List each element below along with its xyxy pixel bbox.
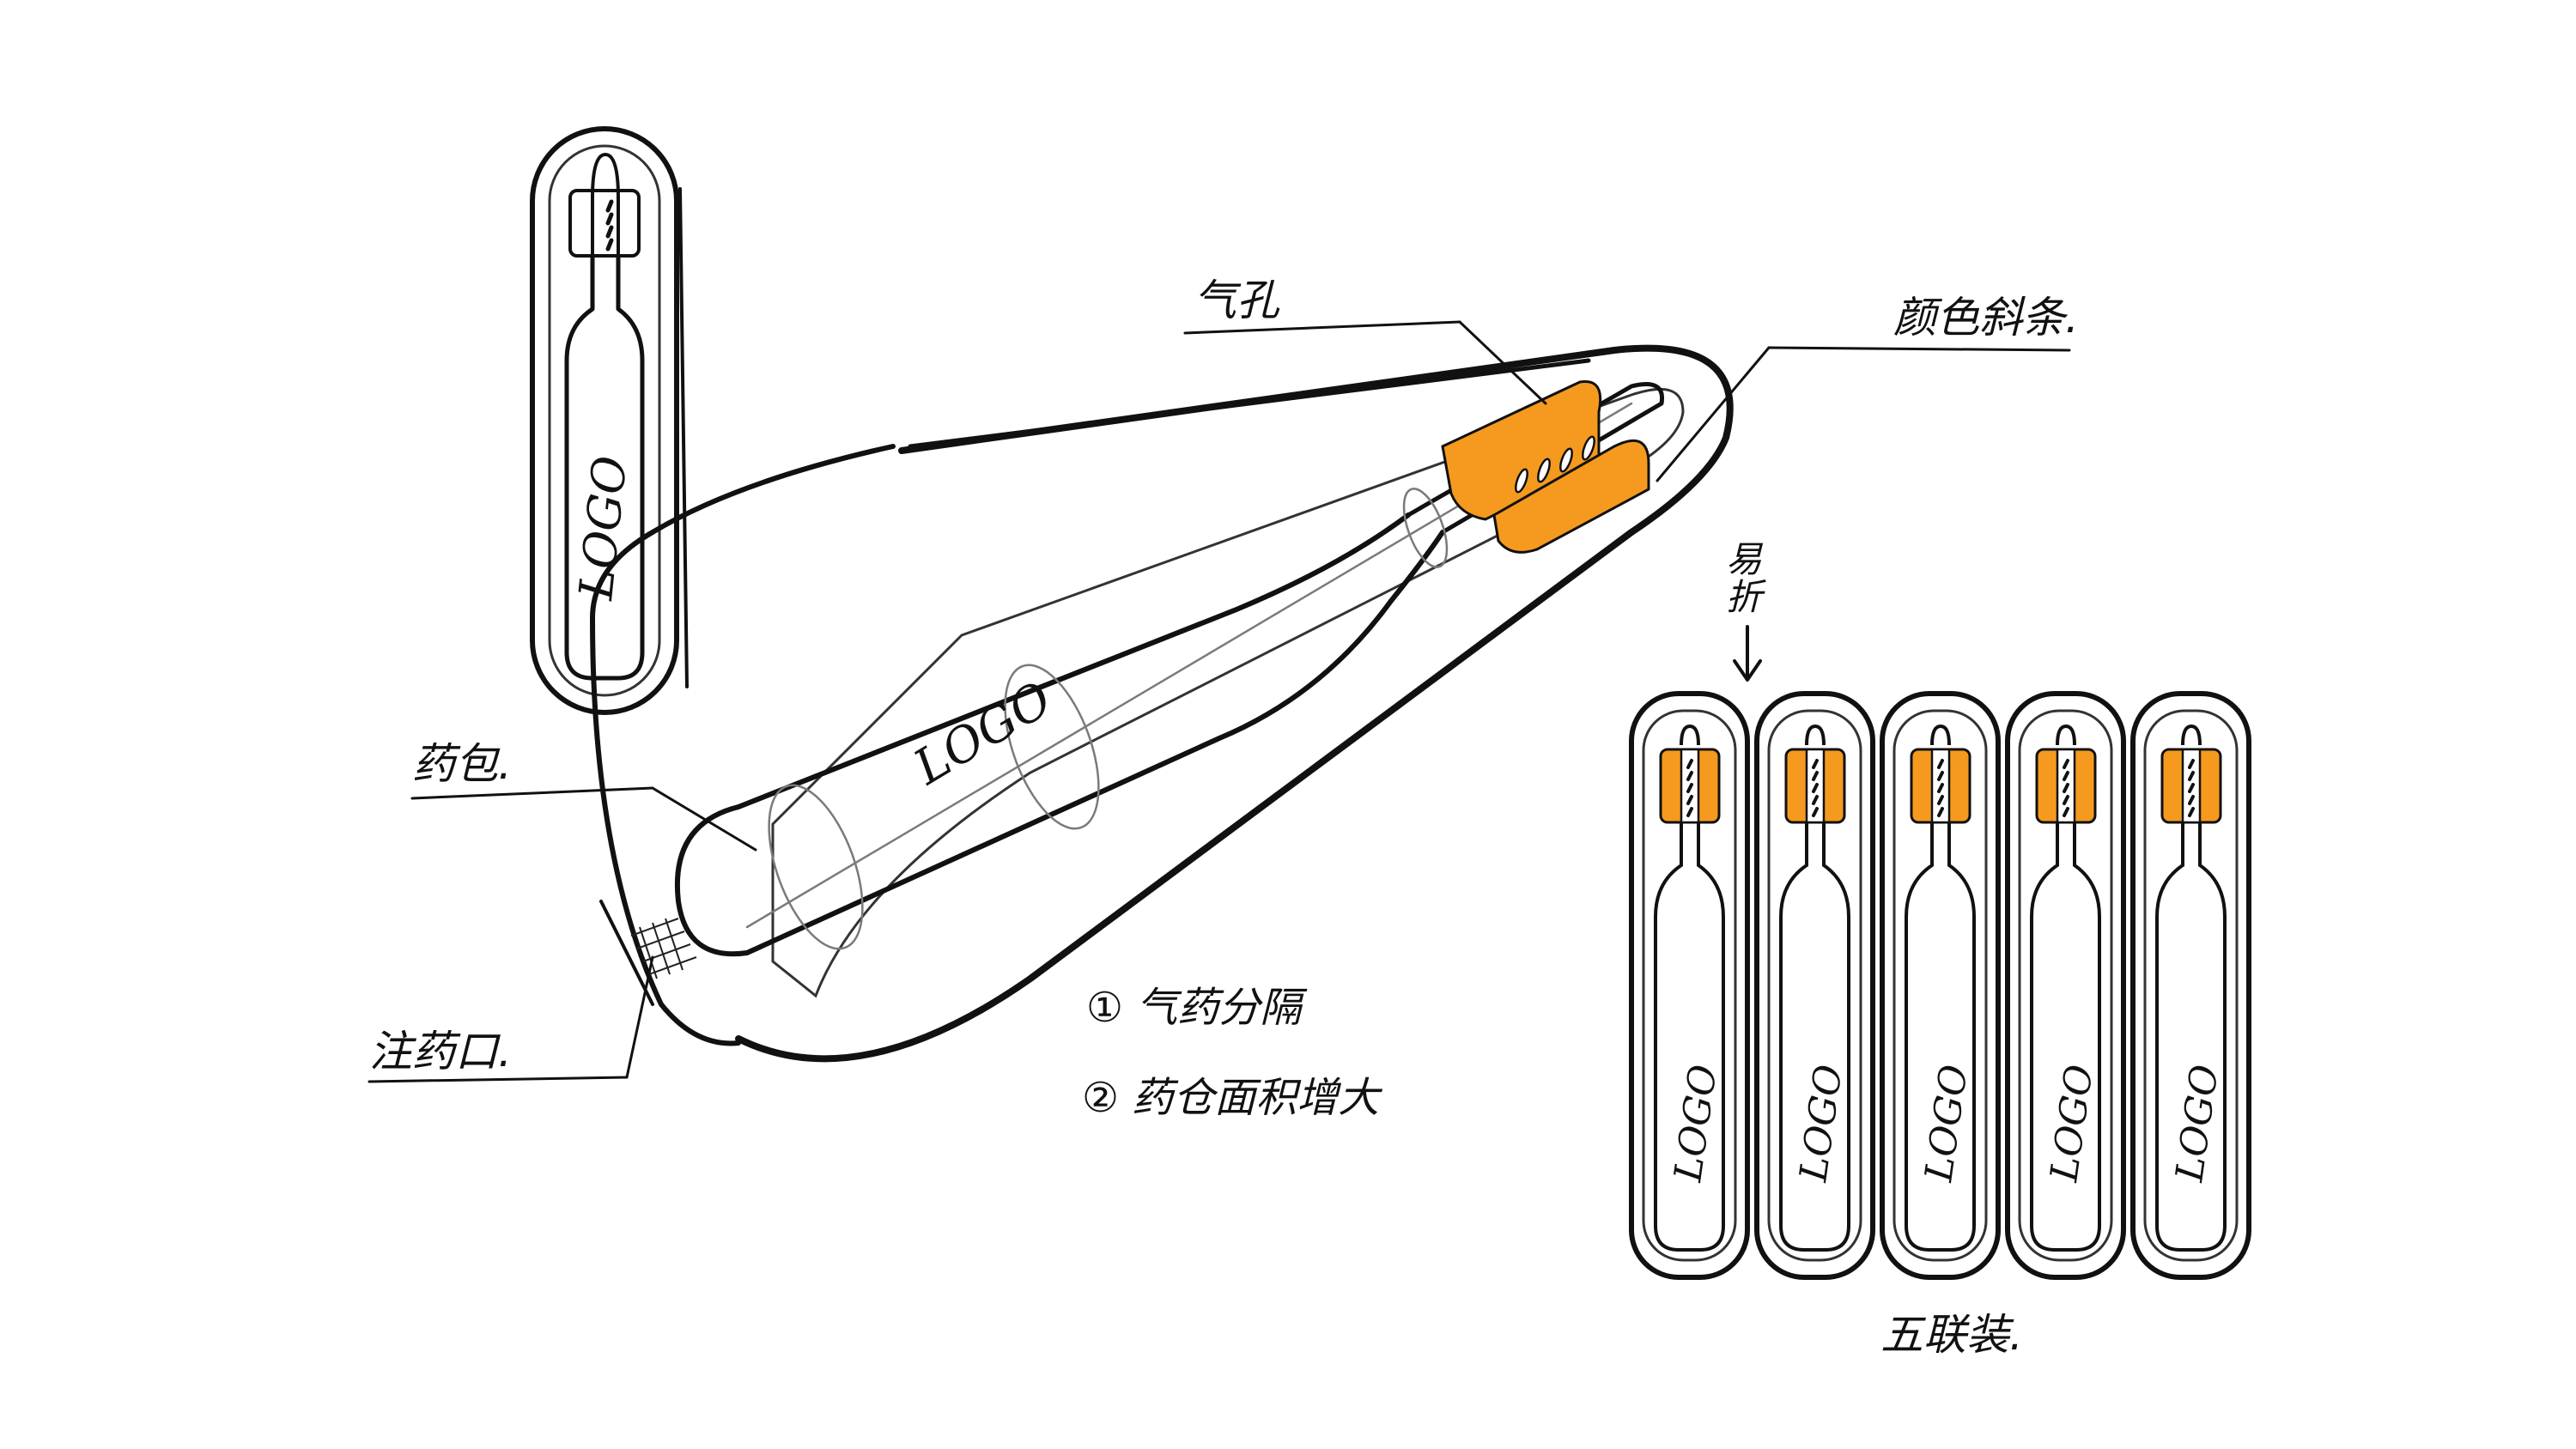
front-view-vial: LOGO <box>530 126 689 715</box>
angled-vial-logo: LOGO <box>904 671 1061 797</box>
arrow-down-icon <box>1733 625 1762 682</box>
five-pack: LOGO LOGO LOGO LOGO LOGO <box>1629 691 2251 1280</box>
five-pack-logo: LOGO <box>1666 1062 1726 1185</box>
front-view-air-holes <box>605 199 614 252</box>
angled-vial-color-stripe <box>1441 379 1650 554</box>
easy-break-label: 易折 <box>1726 538 1763 619</box>
five-pack-logo: LOGO <box>2042 1062 2102 1185</box>
note-2: ② 药仓面积增大 <box>1082 1074 1380 1122</box>
angled-vial-air-holes <box>1515 435 1595 494</box>
five-pack-vial: LOGO <box>1629 691 1750 1280</box>
injection-port-label: 注药口. <box>369 1027 512 1076</box>
five-pack-vial: LOGO <box>1754 691 1875 1280</box>
note-1: ① 气药分隔 <box>1086 984 1302 1032</box>
injection-port-hatch <box>630 918 697 979</box>
five-pack-logo: LOGO <box>1791 1062 1851 1185</box>
five-pack-vial: LOGO <box>2130 691 2251 1280</box>
air-hole-label: 气孔 <box>1194 276 1279 325</box>
five-pack-vial: LOGO <box>1880 691 2001 1280</box>
five-pack-logo: LOGO <box>1917 1062 1977 1185</box>
five-pack-label: 五联装. <box>1880 1310 2023 1360</box>
angled-vial: LOGO <box>590 344 1734 1063</box>
five-pack-vial: LOGO <box>2005 691 2126 1280</box>
medicine-bag-label: 药包. <box>412 739 512 789</box>
five-pack-logo: LOGO <box>2167 1062 2227 1185</box>
callout-lines <box>368 320 2071 1083</box>
color-stripe-label: 颜色斜条. <box>1893 293 2079 343</box>
